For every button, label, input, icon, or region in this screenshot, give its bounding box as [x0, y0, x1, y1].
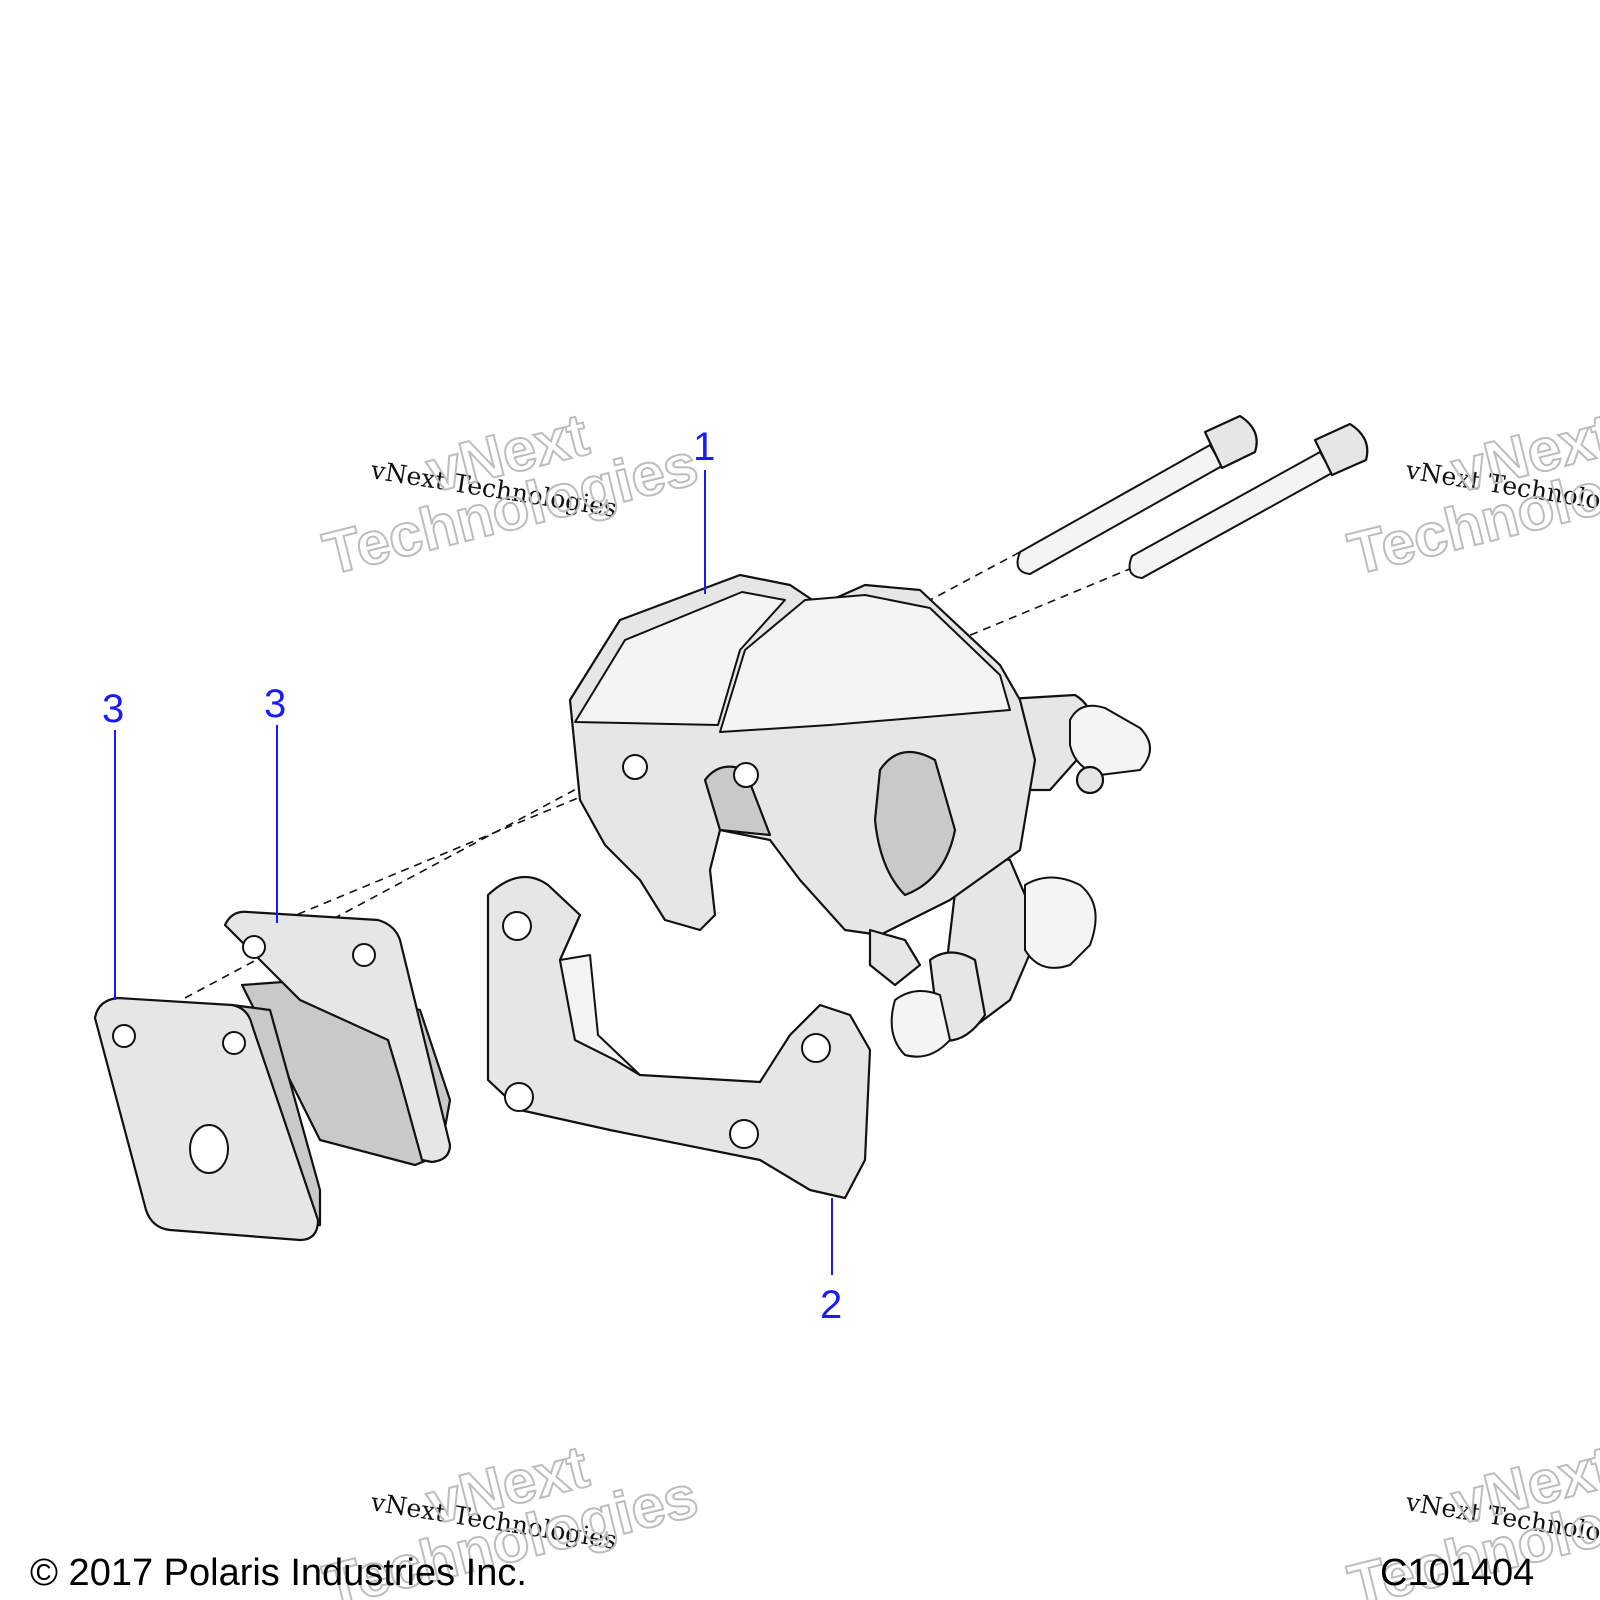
brake-caliper [568, 573, 1151, 1058]
caliper-bolts [1016, 414, 1369, 579]
bolt-lower [1128, 422, 1369, 579]
figure-id: C101404 [1380, 1552, 1535, 1594]
callout-labels: 1 2 3 3 [102, 425, 842, 1327]
callout-caliper: 1 [693, 425, 715, 469]
callout-bracket: 2 [820, 1283, 842, 1327]
callout-pad-right: 3 [264, 682, 286, 726]
brake-pad-front [93, 996, 322, 1242]
copyright-text: © 2017 Polaris Industries Inc. [30, 1552, 527, 1594]
callout-leaders [114, 470, 833, 1275]
caliper-bracket [486, 875, 872, 1200]
callout-pad-left: 3 [102, 687, 124, 731]
bolt-upper [1016, 414, 1258, 575]
brake-pad-rear [223, 910, 452, 1167]
